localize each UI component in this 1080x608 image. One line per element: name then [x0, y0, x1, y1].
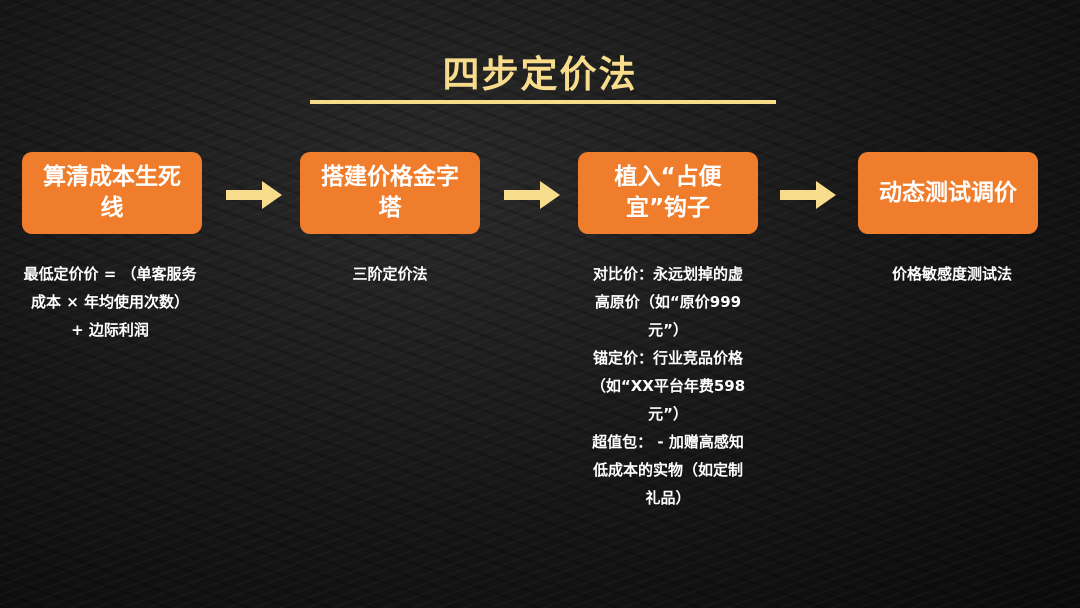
description-line: 对比价：永远划掉的虚: [592, 265, 743, 283]
description-line: 锚定价：行业竞品价格: [592, 349, 743, 367]
right-arrow-icon: [780, 181, 836, 209]
description-line: 元”）: [648, 321, 688, 339]
step-description-2: 三阶定价法: [290, 260, 490, 288]
description-line: 礼品）: [645, 489, 691, 507]
description-line: 低成本的实物（如定制: [592, 461, 743, 479]
description-line: + 边际利润: [71, 321, 149, 339]
title-underline: [310, 100, 776, 104]
step-description-1: 最低定价价 = （单客服务 成本 × 年均使用次数） + 边际利润: [10, 260, 210, 344]
step-description-4: 价格敏感度测试法: [852, 260, 1052, 288]
step-box-4: 动态测试调价: [858, 152, 1038, 234]
description-line: 最低定价价 = （单客服务: [23, 265, 197, 283]
step-box-2: 搭建价格金字塔: [300, 152, 480, 234]
description-line: 价格敏感度测试法: [891, 265, 1012, 283]
description-line: （如“XX平台年费598: [590, 377, 746, 395]
description-line: 成本 × 年均使用次数）: [30, 293, 189, 311]
step-box-1: 算清成本生死线: [22, 152, 202, 234]
step-box-3: 植入“占便宜”钩子: [578, 152, 758, 234]
page-title: 四步定价法: [442, 53, 638, 96]
right-arrow-icon: [226, 181, 282, 209]
description-line: 高原价（如“原价999: [594, 293, 742, 311]
right-arrow-icon: [504, 181, 560, 209]
description-line: 三阶定价法: [352, 265, 428, 283]
description-line: 元”）: [648, 405, 688, 423]
step-description-3: 对比价：永远划掉的虚 高原价（如“原价999 元”） 锚定价：行业竞品价格 （如…: [568, 260, 768, 512]
description-line: 超值包： - 加赠高感知: [592, 433, 744, 451]
